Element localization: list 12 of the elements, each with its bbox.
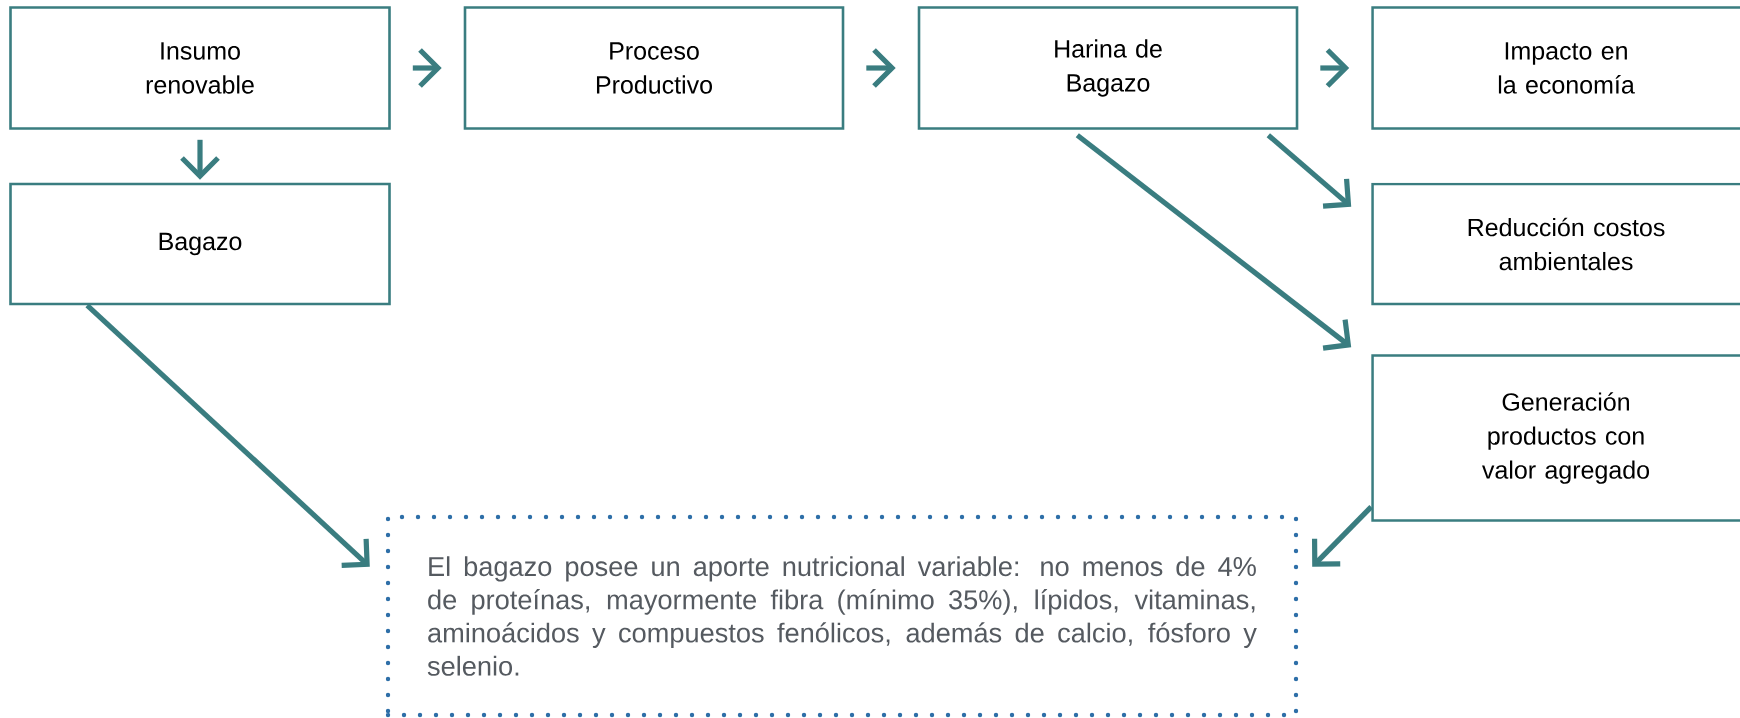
arrow <box>1266 133 1352 209</box>
process-box: Reducción costos ambientales <box>1371 182 1740 306</box>
process-box: Proceso Productivo <box>463 6 845 130</box>
process-box: Insumo renovable <box>9 6 391 130</box>
process-box: Bagazo <box>9 182 391 306</box>
process-box: Impacto en la economía <box>1371 6 1740 130</box>
arrow <box>85 303 370 568</box>
note-box: El bagazo posee un aporte nutricional variable: no menos de 4% de proteínas, mayormente fibra (mínimo 35%), lípidos, vitaminas, aminoácidos y compuestos fenólicos, además de calcio, fósforo y selenio. <box>385 514 1299 718</box>
arrow <box>1075 133 1352 351</box>
process-box: Harina de Bagazo <box>917 6 1299 130</box>
arrow <box>1312 505 1374 567</box>
process-box: Generación productos con valor agregado <box>1371 354 1740 522</box>
